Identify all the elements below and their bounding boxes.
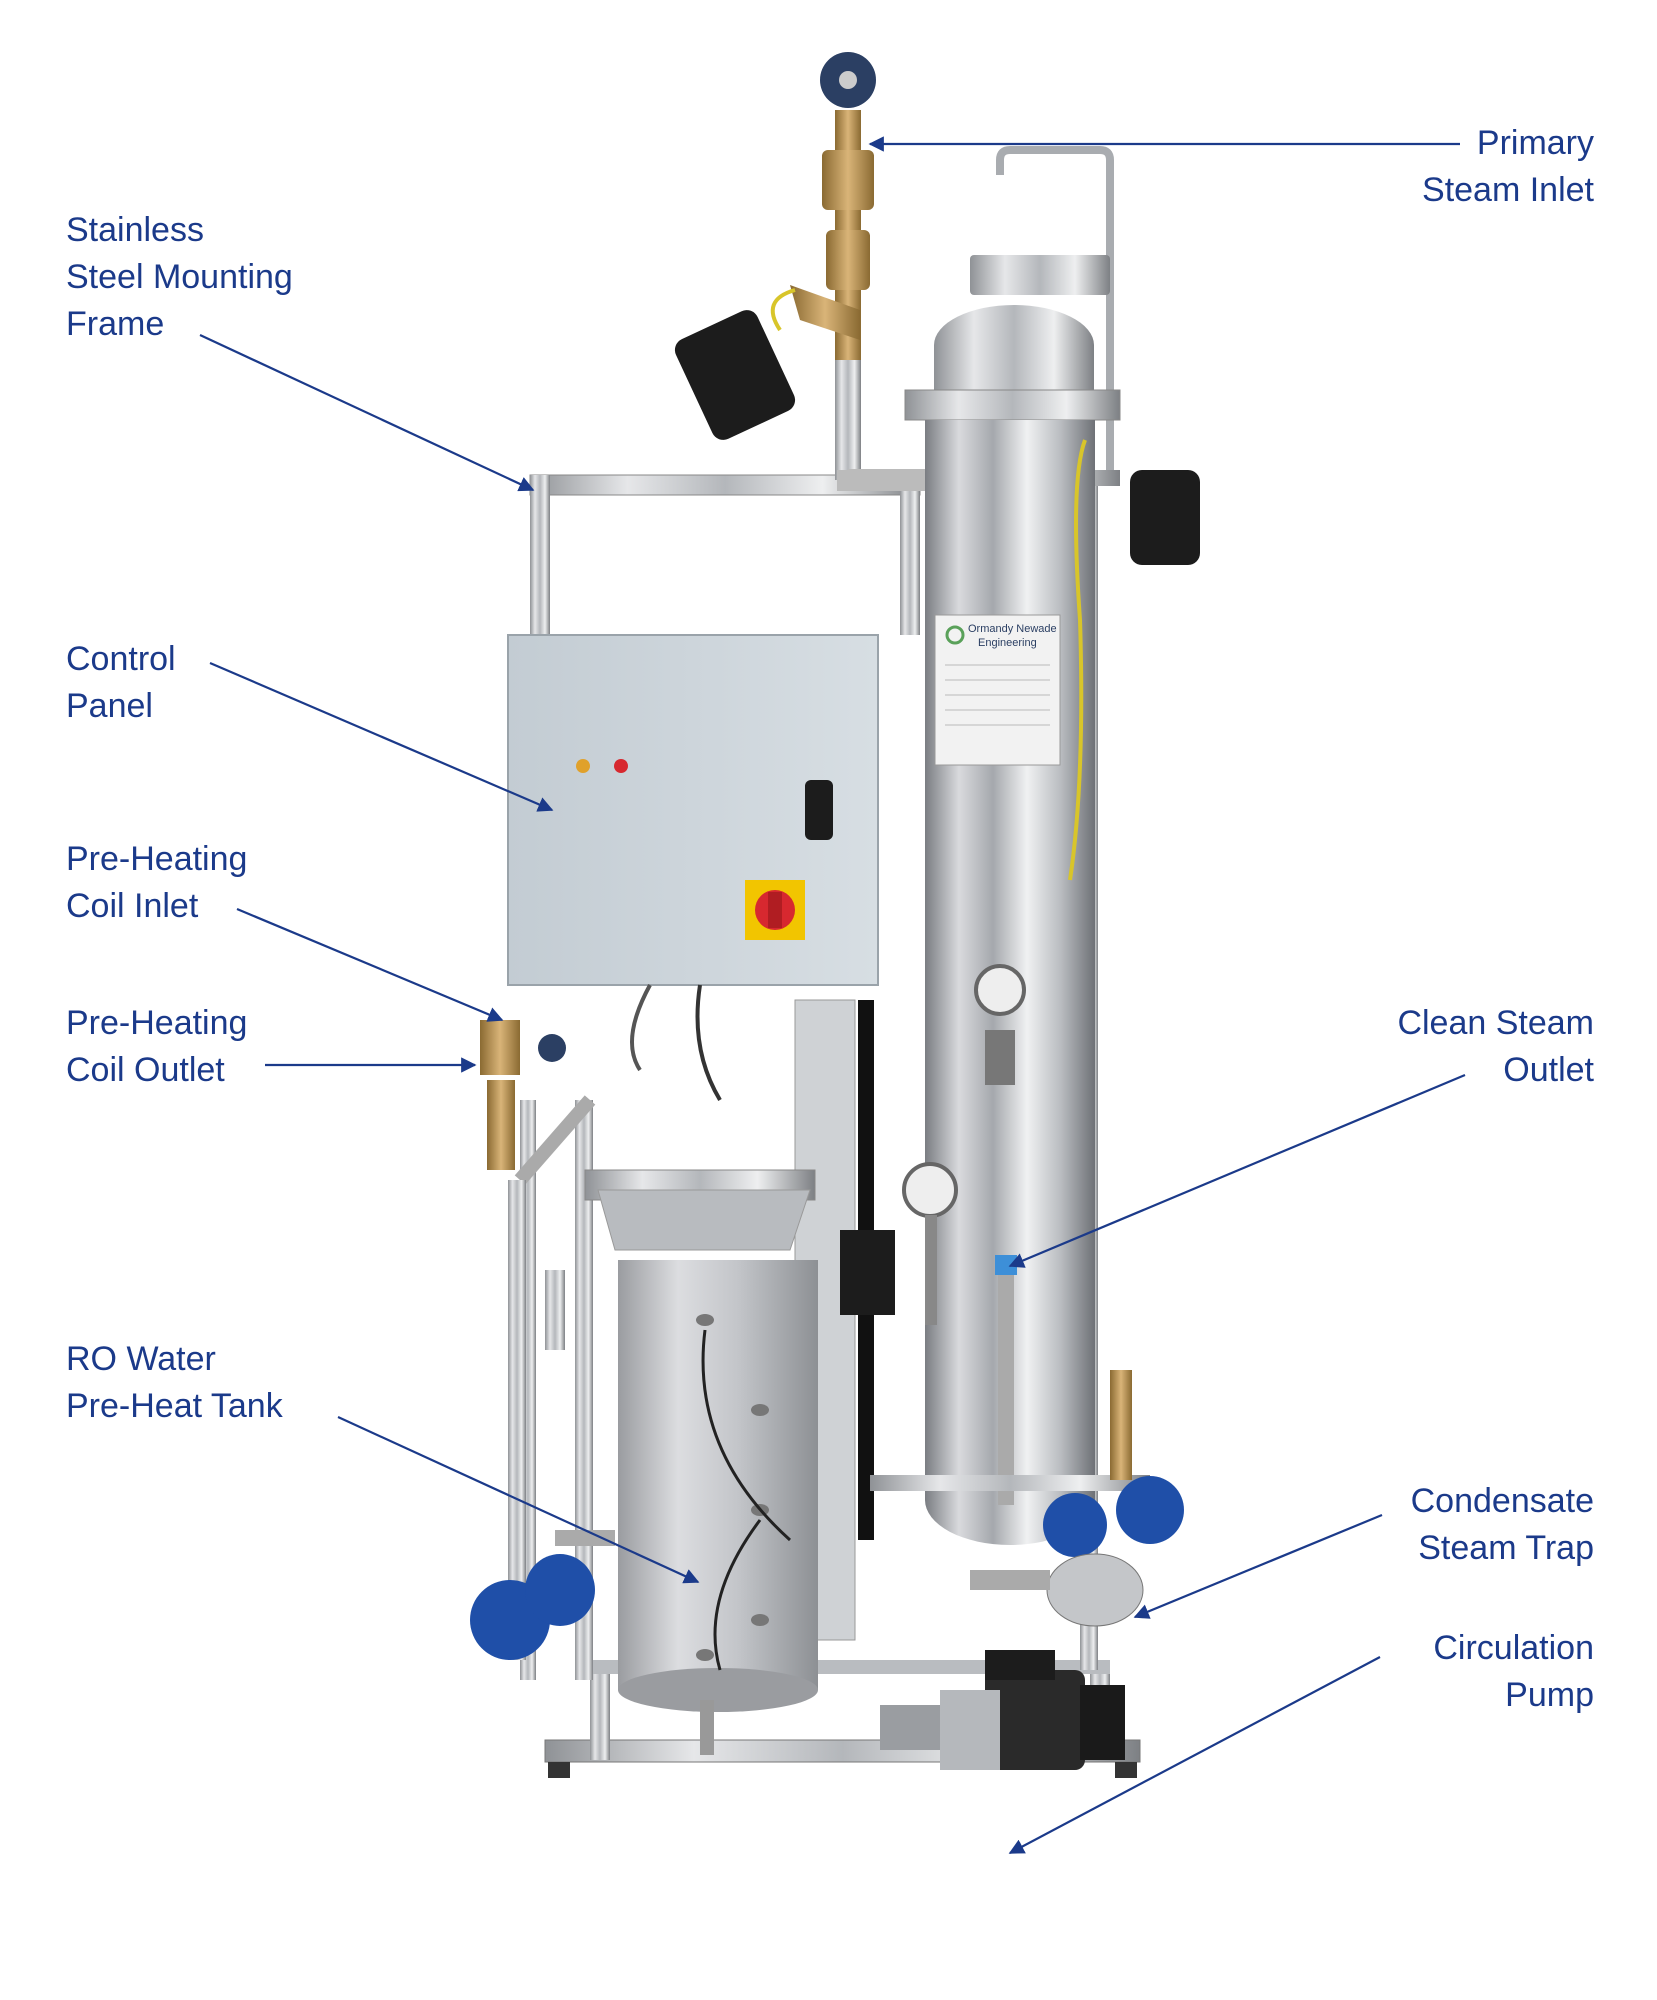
label-control-panel: Control Panel xyxy=(66,636,176,730)
label-line: Coil Inlet xyxy=(66,887,199,925)
label-line: Steel Mounting xyxy=(66,258,293,296)
leader-lines xyxy=(199,136,1466,1854)
label-line: Circulation xyxy=(1433,1629,1594,1667)
label-line: Clean Steam xyxy=(1397,1004,1594,1042)
circulation-pump xyxy=(880,1650,1125,1770)
label-line: Primary xyxy=(1476,124,1594,162)
control-panel-box xyxy=(507,634,879,1102)
label-line: RO Water xyxy=(66,1340,216,1378)
clean-steam-outlet-assembly xyxy=(870,1162,1184,1627)
preheating-coil-piping xyxy=(470,1020,615,1660)
leader-control-panel xyxy=(209,661,554,812)
panel-plate-brand-1: Ormandy Newade xyxy=(968,623,1057,635)
label-line: Frame xyxy=(66,305,165,343)
leader-clean-steam-outlet xyxy=(1008,1073,1466,1268)
label-line: Pre-Heating xyxy=(66,1004,248,1042)
leader-ro-water-tank xyxy=(337,1416,700,1584)
label-clean-steam-outlet: Clean Steam Outlet xyxy=(1397,1000,1594,1094)
label-preheating-coil-outlet: Pre-Heating Coil Outlet xyxy=(66,1000,247,1094)
leader-mounting-frame xyxy=(199,334,535,492)
leader-preheating-coil-inlet xyxy=(236,907,504,1022)
label-line: Steam Inlet xyxy=(1422,171,1594,209)
label-mounting-frame: Stainless Steel Mounting Frame xyxy=(66,207,293,348)
label-line: Stainless xyxy=(66,211,204,249)
label-line: Panel xyxy=(66,687,153,725)
leader-circulation-pump xyxy=(1008,1656,1381,1854)
leader-condensate-trap xyxy=(1133,1513,1383,1619)
label-line: Condensate xyxy=(1410,1482,1594,1520)
label-circulation-pump: Circulation Pump xyxy=(1433,1625,1594,1719)
label-line: Pump xyxy=(1505,1676,1594,1714)
panel-plate-brand-2: Engineering xyxy=(978,637,1037,649)
label-line: Coil Outlet xyxy=(66,1051,225,1089)
label-ro-water-tank: RO Water Pre-Heat Tank xyxy=(66,1336,283,1430)
label-line: Pre-Heat Tank xyxy=(66,1387,283,1425)
condenser-column: Ormandy Newade Engineering xyxy=(904,146,1200,1545)
steam-inlet-assembly xyxy=(674,52,925,491)
label-primary-steam-inlet: Primary Steam Inlet xyxy=(1422,120,1594,214)
ro-preheat-tank xyxy=(584,1169,818,1755)
label-line: Outlet xyxy=(1503,1051,1594,1089)
label-line: Steam Trap xyxy=(1418,1529,1594,1567)
label-preheating-coil-inlet: Pre-Heating Coil Inlet xyxy=(66,836,247,930)
label-line: Pre-Heating xyxy=(66,840,248,878)
label-condensate-trap: Condensate Steam Trap xyxy=(1411,1478,1594,1572)
label-line: Control xyxy=(66,640,176,678)
